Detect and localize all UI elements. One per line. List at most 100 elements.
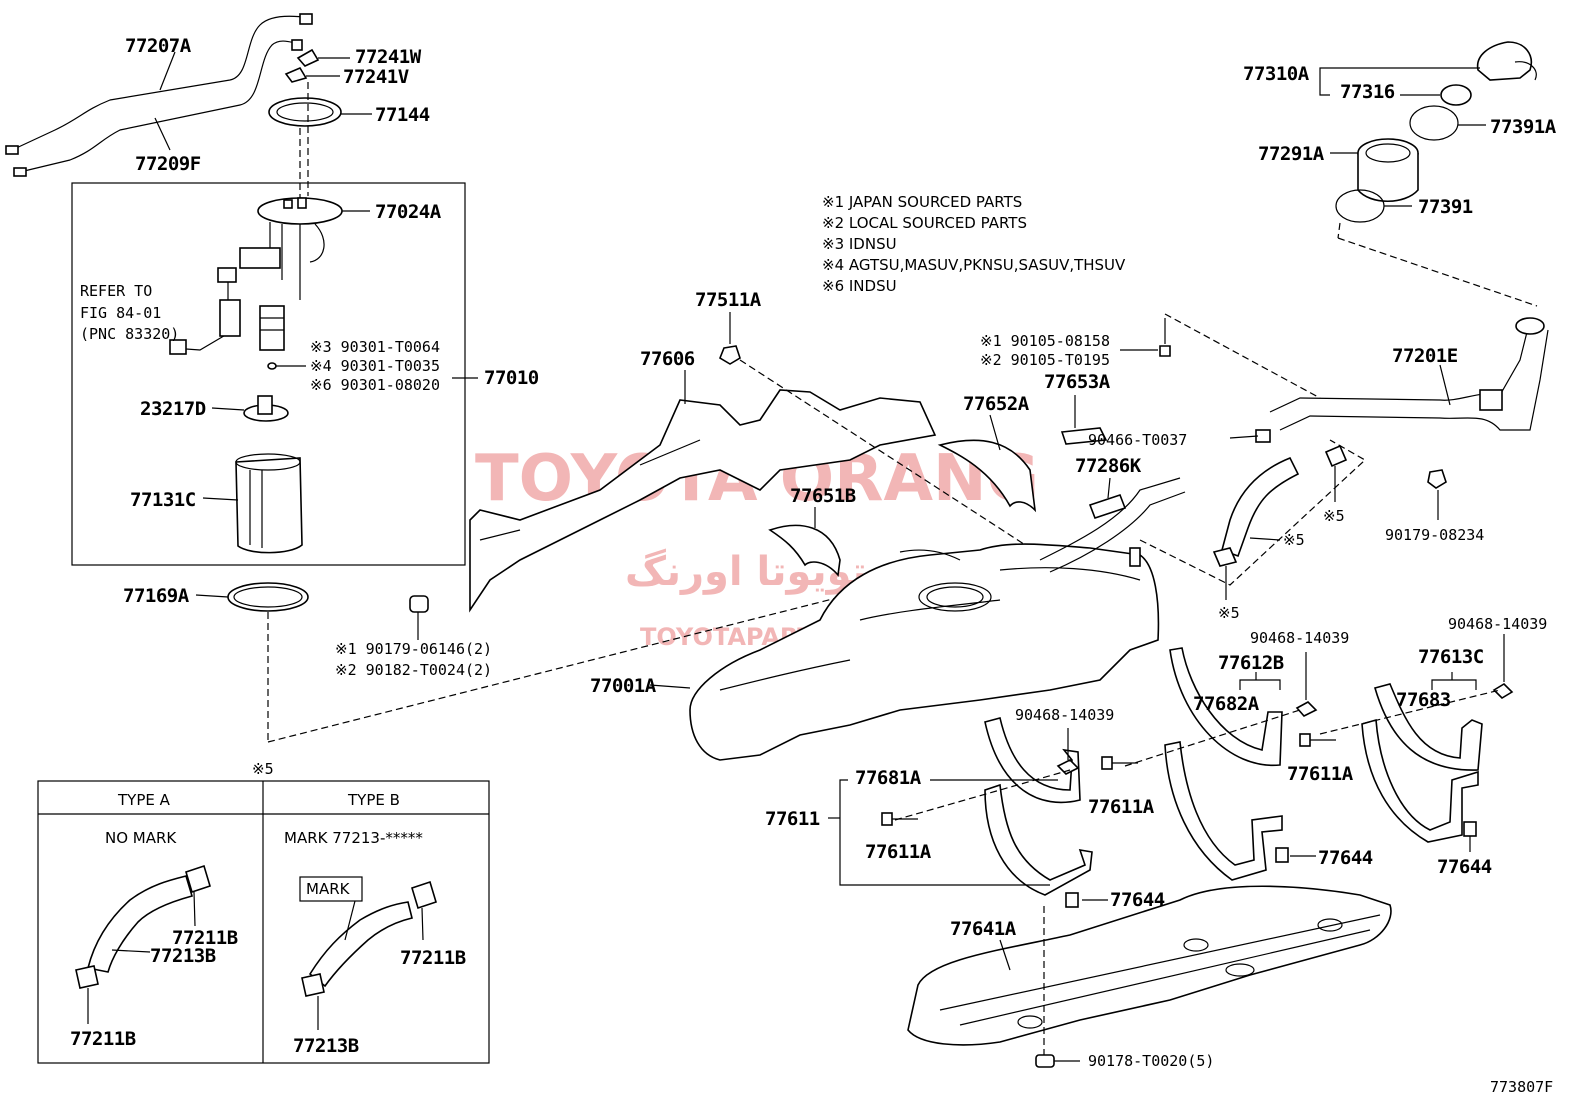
- type-b-subtitle: MARK 77213-*****: [284, 829, 423, 847]
- fuel-filter: [259, 305, 285, 351]
- plug-nut: [409, 595, 429, 613]
- type-a-hose-label: 77213B: [150, 945, 216, 967]
- band-77612b: [1164, 741, 1283, 881]
- label-77611a-1: 77611A: [1088, 796, 1155, 818]
- plate-77653a: [1060, 427, 1108, 445]
- diagram-code: 773807F: [1490, 1078, 1553, 1096]
- band-77681a: [984, 717, 1081, 804]
- label-77682a: 77682A: [1193, 693, 1260, 715]
- upper-protector: [469, 389, 937, 613]
- type-a-clamp-bottom: 77211B: [70, 1028, 136, 1050]
- note-6: ※6 INDSU: [822, 277, 897, 295]
- refer-line2: FIG 84-01: [80, 304, 161, 322]
- grommet-90178: [1035, 1054, 1055, 1068]
- pump-bracket: [235, 457, 303, 554]
- label-90468-a: 90468-14039: [1015, 706, 1114, 724]
- band-77682a: [1169, 647, 1283, 767]
- label-77391: 77391: [1418, 196, 1473, 218]
- band-77611: [984, 783, 1093, 896]
- label-note5-b: ※5: [1283, 531, 1305, 549]
- label-77291a: 77291A: [1258, 143, 1325, 165]
- label-90105-08158: ※1 90105-08158: [980, 332, 1110, 350]
- label-77681a: 77681A: [855, 767, 922, 789]
- label-90178-t0020: 90178-T0020(5): [1088, 1052, 1214, 1070]
- label-77201e: 77201E: [1392, 345, 1458, 367]
- filler-neck: [1515, 317, 1545, 335]
- label-90301-08020: ※6 90301-08020: [310, 376, 440, 394]
- label-77651b: 77651B: [790, 485, 856, 507]
- label-note5-d: ※5: [252, 760, 274, 778]
- label-77644-3: 77644: [1437, 856, 1492, 878]
- label-77010: 77010: [484, 367, 539, 389]
- pump-module-box: [71, 182, 466, 566]
- part-labels: 77207A 77209F 77241W 77241V 77144 77024A…: [80, 35, 1557, 1096]
- underguard: [907, 885, 1392, 1046]
- label-77641a: 77641A: [950, 918, 1017, 940]
- snap-ring: [1409, 105, 1459, 141]
- label-77652a: 77652A: [963, 393, 1030, 415]
- mark-box: [299, 876, 363, 902]
- label-77024a: 77024A: [375, 201, 442, 223]
- type-b-header: TYPE B: [347, 791, 400, 809]
- grommet: [719, 345, 741, 365]
- label-77286k: 77286K: [1075, 455, 1142, 477]
- label-77683: 77683: [1396, 689, 1451, 711]
- label-77653a: 77653A: [1044, 371, 1111, 393]
- label-90105-t0195: ※2 90105-T0195: [980, 351, 1110, 369]
- label-77611a-2: 77611A: [865, 841, 932, 863]
- label-77241w: 77241W: [355, 46, 422, 68]
- lock-ring: [268, 97, 342, 127]
- label-77169a: 77169A: [123, 585, 190, 607]
- type-b-clamp: 77211B: [400, 947, 466, 969]
- type-b-hose: [308, 901, 413, 988]
- label-77316: 77316: [1340, 81, 1395, 103]
- label-90301-t0064: ※3 90301-T0064: [310, 338, 440, 356]
- label-77612b: 77612B: [1218, 652, 1284, 674]
- protector-pad-77652a: [937, 439, 1037, 513]
- label-90468-b: 90468-14039: [1250, 629, 1349, 647]
- label-77001a: 77001A: [590, 675, 657, 697]
- label-90179-08234: 90179-08234: [1385, 526, 1484, 544]
- label-77644-2: 77644: [1110, 889, 1165, 911]
- label-note5-c: ※5: [1218, 604, 1240, 622]
- label-90468-c: 90468-14039: [1448, 615, 1547, 633]
- label-90301-t0035: ※4 90301-T0035: [310, 357, 440, 375]
- fuel-tank: [689, 543, 1160, 761]
- label-23217d: 23217D: [140, 398, 206, 420]
- protector-pad-77651b: [768, 524, 841, 577]
- nut-77644: [1065, 892, 1079, 908]
- type-table-text: TYPE A TYPE B NO MARK MARK 77213-***** M…: [70, 791, 466, 1057]
- note-3: ※3 IDNSU: [822, 235, 897, 253]
- label-77144: 77144: [375, 104, 430, 126]
- label-77511a: 77511A: [695, 289, 762, 311]
- label-77613c: 77613C: [1418, 646, 1484, 668]
- label-note5-a: ※5: [1323, 507, 1345, 525]
- refer-line1: REFER TO: [80, 282, 152, 300]
- band-77613c: [1361, 718, 1479, 843]
- type-a-header: TYPE A: [117, 791, 171, 809]
- refer-line3: (PNC 83320): [80, 325, 179, 343]
- label-77611: 77611: [765, 808, 820, 830]
- band-77683: [1374, 683, 1483, 771]
- note-4: ※4 AGTSU,MASUV,PKNSU,SASUV,THSUV: [822, 256, 1126, 274]
- note-2: ※2 LOCAL SOURCED PARTS: [822, 214, 1027, 232]
- label-90182-t0024: ※2 90182-T0024(2): [335, 661, 492, 679]
- label-77310a: 77310A: [1243, 63, 1310, 85]
- label-77611a-3: 77611A: [1287, 763, 1354, 785]
- fuel-tube-assembly: [5, 13, 313, 177]
- note-1: ※1 JAPAN SOURCED PARTS: [822, 193, 1022, 211]
- type-a-clamp-top: 77211B: [172, 927, 238, 949]
- label-77391a: 77391A: [1490, 116, 1557, 138]
- label-77131c: 77131C: [130, 489, 196, 511]
- label-90466-t0037: 90466-T0037: [1088, 431, 1187, 449]
- type-a-hose: [87, 875, 194, 973]
- clamp-77286k: [1088, 493, 1127, 520]
- label-90179-06146: ※1 90179-06146(2): [335, 640, 492, 658]
- type-a-subtitle: NO MARK: [105, 829, 177, 847]
- label-77241v: 77241V: [343, 66, 409, 88]
- fuel-cap: [1476, 41, 1532, 81]
- label-77209f: 77209F: [135, 153, 201, 175]
- label-77644-1: 77644: [1318, 847, 1373, 869]
- type-b-hose-label: 77213B: [293, 1035, 359, 1057]
